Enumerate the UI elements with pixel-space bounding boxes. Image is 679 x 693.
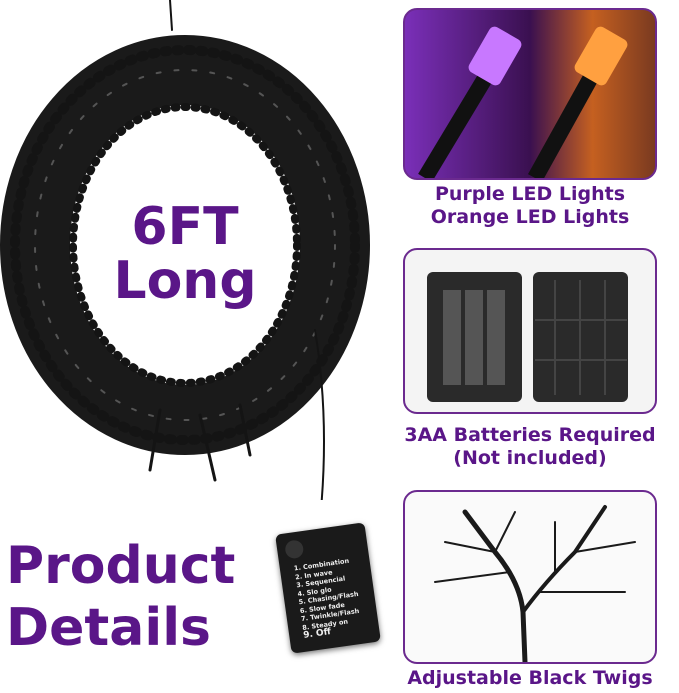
battery-case-icon	[427, 272, 628, 402]
twig-wreath-image	[0, 0, 370, 500]
title-line-1: Product	[6, 536, 236, 596]
caption-line: Orange LED Lights	[430, 206, 630, 228]
title-line-2: Details	[6, 598, 211, 658]
led-lights-photo	[403, 8, 657, 180]
caption-line: 3AA Batteries Required	[404, 424, 656, 446]
length-label: 6FT Long	[100, 200, 270, 308]
button-icon	[284, 539, 305, 560]
battery-box-photo	[403, 248, 657, 414]
battery-controller-box: 1. Combination 2. In wave 3. Sequencial …	[275, 522, 381, 654]
twigs-caption: Adjustable Black Twigs	[385, 667, 675, 690]
led-caption: Purple LED Lights Orange LED Lights	[385, 183, 675, 229]
caption-line: (Not included)	[453, 447, 607, 469]
length-value: 6FT	[131, 197, 239, 257]
led-bulbs-icon	[418, 26, 628, 178]
caption-line: Adjustable Black Twigs	[407, 667, 653, 689]
mode-list: 1. Combination 2. In wave 3. Sequencial …	[293, 556, 363, 641]
page-title: Product Details	[6, 535, 235, 659]
caption-line: Purple LED Lights	[434, 183, 626, 205]
battery-caption: 3AA Batteries Required (Not included)	[385, 424, 675, 470]
length-unit: Long	[113, 251, 257, 311]
twigs-photo	[403, 490, 657, 664]
twig-branch-icon	[434, 505, 636, 662]
